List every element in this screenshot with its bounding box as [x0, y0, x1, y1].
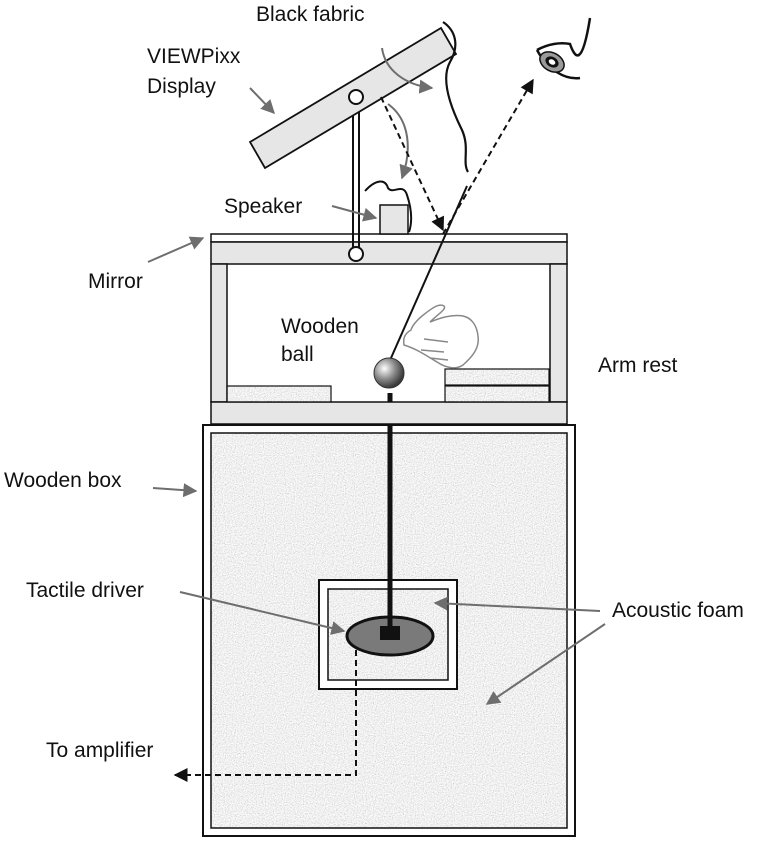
label-speaker: Speaker: [224, 195, 302, 218]
label-display-line2: Display: [147, 75, 216, 98]
ball-line-of-sight: [390, 185, 468, 359]
hand-icon: [402, 304, 480, 369]
fabric-arrow-right: [381, 47, 434, 94]
label-arm-rest: Arm rest: [598, 354, 678, 377]
pole-pivot: [348, 246, 364, 262]
label-acoustic-foam: Acoustic foam: [612, 599, 744, 622]
wooden-ball: [373, 357, 405, 389]
speaker: [379, 204, 409, 235]
label-mirror: Mirror: [88, 270, 143, 293]
label-display-line1: VIEWPixx: [147, 45, 241, 68]
base-panel: [210, 401, 568, 425]
foam-pointer-outer: [485, 623, 606, 705]
label-tactile-driver: Tactile driver: [26, 579, 144, 602]
label-wooden-line1: Wooden: [281, 315, 359, 338]
mirror-pointer: [147, 236, 205, 263]
eye-icon: [535, 17, 592, 80]
arm-rest-left: [226, 385, 332, 403]
left-leg: [210, 263, 228, 403]
table-frame: [210, 233, 568, 425]
label-wooden-line2: ball: [281, 343, 314, 366]
display-pivot: [348, 89, 364, 105]
wooden-box-pointer: [152, 483, 198, 498]
speaker-pointer: [331, 205, 378, 222]
fabric-arrow-down: [387, 103, 413, 180]
tactile-driver-pointer: [179, 591, 346, 635]
mirror: [210, 233, 568, 243]
display-pointer: [249, 87, 275, 115]
tactile-driver: [345, 615, 435, 657]
label-wooden-box: Wooden box: [4, 469, 122, 492]
foam-pointer-inner: [433, 596, 601, 612]
arm-rest-right: [444, 368, 550, 403]
top-panel: [210, 241, 568, 265]
label-black-fabric: Black fabric: [256, 3, 365, 26]
amplifier-cable: [173, 650, 357, 782]
display-to-mirror-ray: [380, 96, 445, 232]
right-leg: [549, 263, 568, 403]
black-fabric: [442, 21, 469, 173]
label-to-amplifier: To amplifier: [46, 739, 153, 762]
speaker-cable: [364, 180, 413, 233]
